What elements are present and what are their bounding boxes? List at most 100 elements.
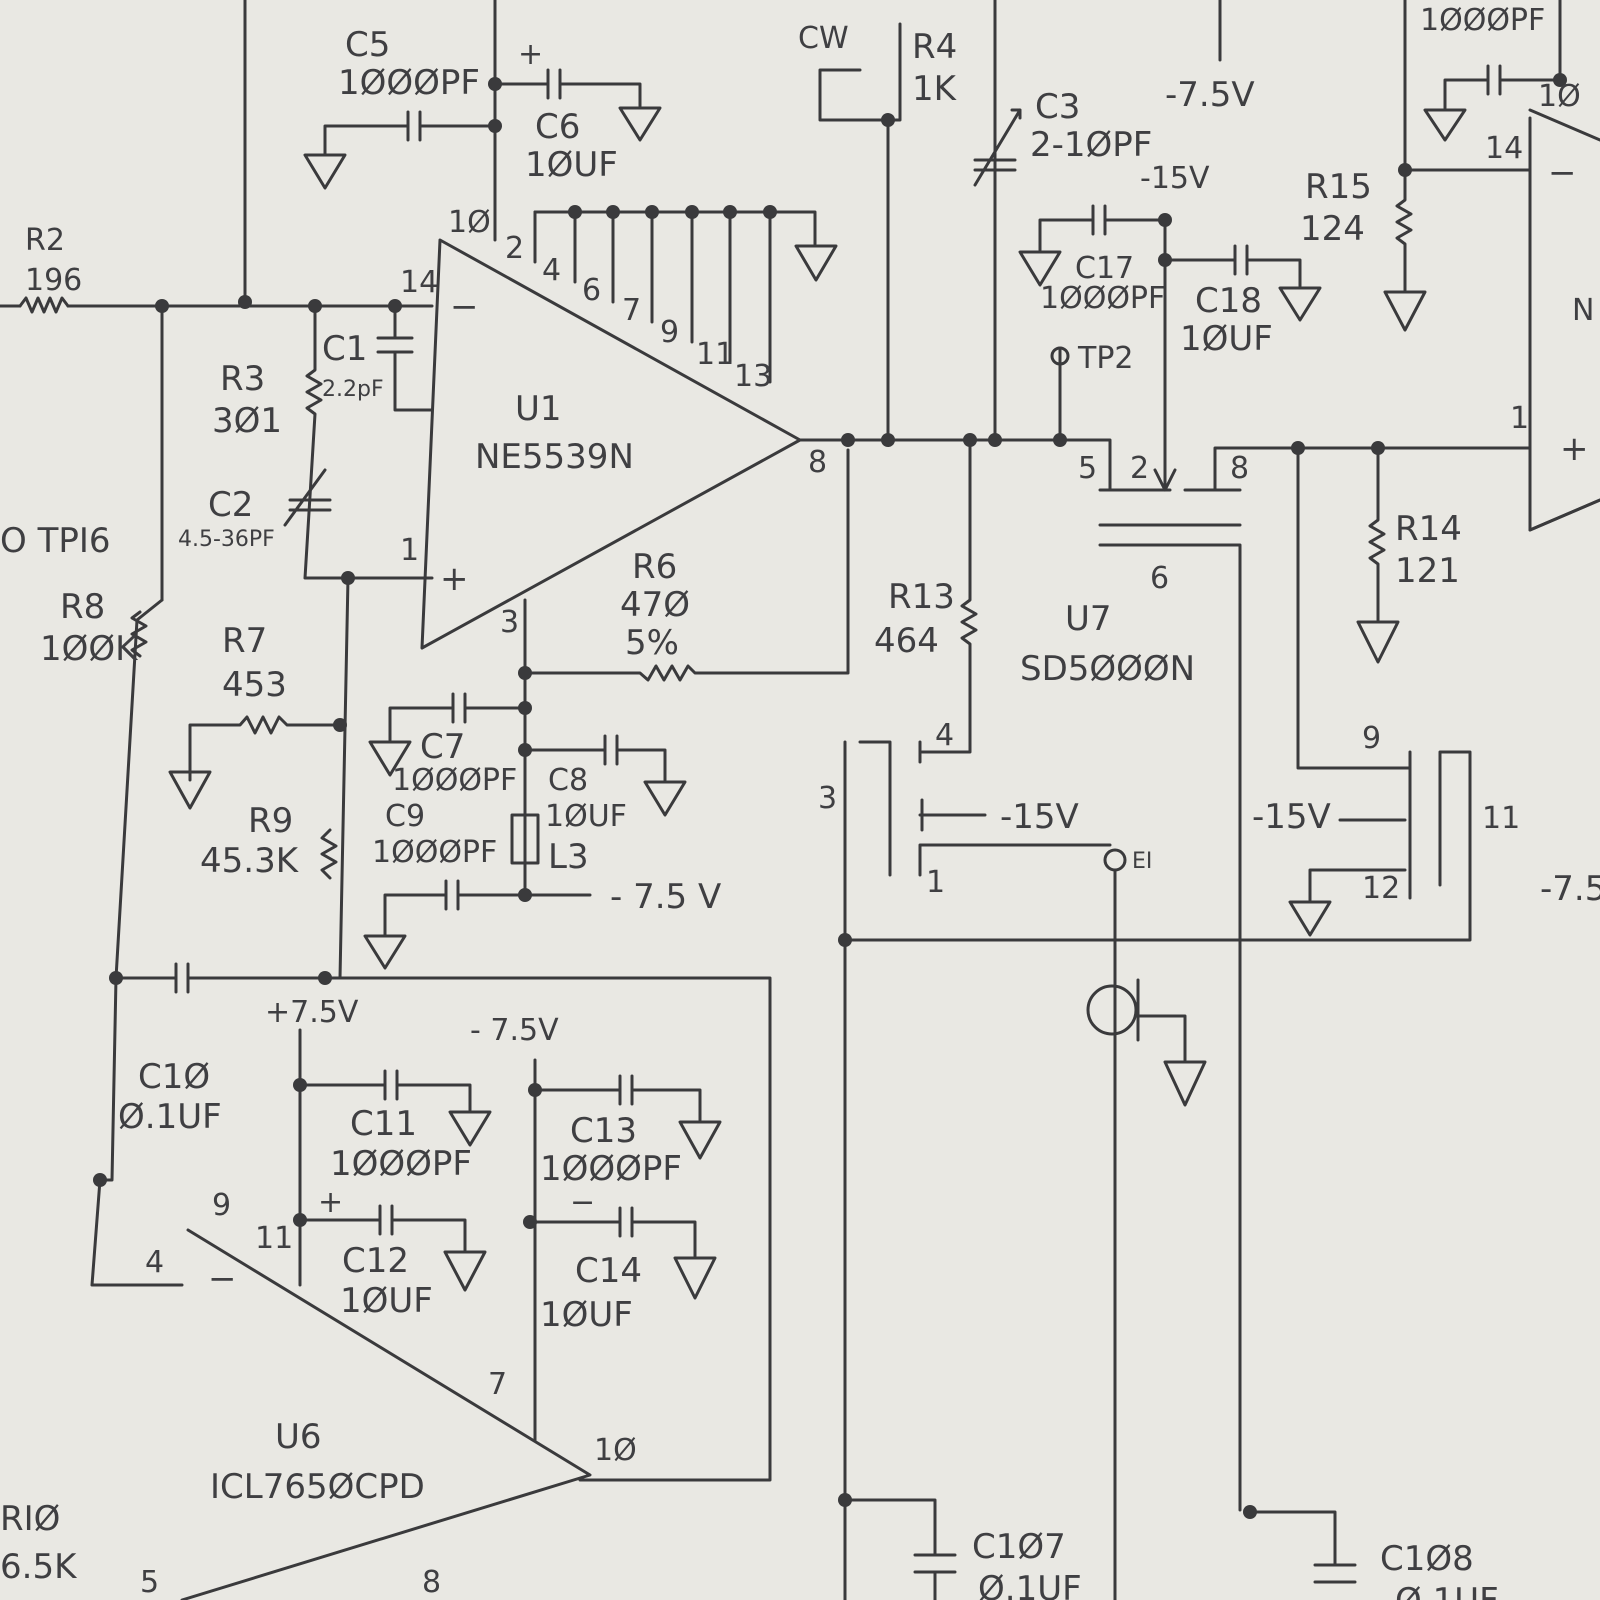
tp2-testpoint xyxy=(1050,346,1070,366)
u7-pin6: 6 xyxy=(1150,561,1169,596)
c2-label: C2 xyxy=(208,485,253,525)
right-opamp-pin10: 1Ø xyxy=(1538,79,1581,114)
u1-pin7: 7 xyxy=(622,293,641,328)
c17-value: 1ØØØPF xyxy=(1040,281,1165,316)
u1-pin13: 13 xyxy=(734,359,772,394)
u1-pin3: 3 xyxy=(500,605,519,640)
c12-label: C12 xyxy=(342,1241,409,1281)
r14-label: R14 xyxy=(1395,509,1462,549)
u6-opamp-symbol xyxy=(180,1228,592,1600)
c14-minus-mark: − xyxy=(570,1185,595,1220)
r8-label: R8 xyxy=(60,587,105,627)
right-opamp-plus: + xyxy=(1560,429,1589,469)
c14-value: 1ØUF xyxy=(540,1295,633,1335)
right-opamp-pin14: 14 xyxy=(1485,131,1523,166)
c7-label: C7 xyxy=(420,727,465,767)
r3-label: R3 xyxy=(220,359,265,399)
c14-label: C14 xyxy=(575,1251,642,1291)
u6-pin4: 4 xyxy=(145,1245,164,1280)
r2-label: R2 xyxy=(25,223,65,258)
r10-value: 6.5K xyxy=(0,1547,78,1587)
cw-label: CW xyxy=(798,21,849,56)
u1-pin6: 6 xyxy=(582,273,601,308)
c108-value: Ø.1UF xyxy=(1395,1581,1499,1600)
u6-pin11: 11 xyxy=(255,1221,293,1256)
u6-pin8: 8 xyxy=(422,1565,441,1600)
c1-value: 2.2pF xyxy=(322,377,384,402)
c10-label: C1Ø xyxy=(138,1057,210,1097)
r13-value: 464 xyxy=(874,621,939,661)
c5-label: C5 xyxy=(345,25,390,65)
u6-part: ICL765ØCPD xyxy=(210,1467,425,1507)
tp2-label: TP2 xyxy=(1077,341,1134,376)
u7-pin8: 8 xyxy=(1230,451,1249,486)
r4-value: 1K xyxy=(912,69,958,109)
c9-label: C9 xyxy=(385,799,425,834)
c17-label: C17 xyxy=(1075,251,1134,286)
c6-label: C6 xyxy=(535,107,580,147)
c12-plus-mark: + xyxy=(318,1185,343,1220)
c6-value: 1ØUF xyxy=(525,145,618,185)
c11-value: 1ØØØPF xyxy=(330,1144,472,1184)
c1-label: C1 xyxy=(322,329,367,369)
c18-label: C18 xyxy=(1195,281,1262,321)
c3-label: C3 xyxy=(1035,87,1080,127)
top-right-cap-value: 1ØØØPF xyxy=(1420,3,1545,38)
neg7v5-u6-label: - 7.5V xyxy=(470,1013,559,1048)
u6-pin7: 7 xyxy=(488,1367,507,1402)
pos7v5-label: +7.5V xyxy=(265,995,359,1030)
c7-value: 1ØØØPF xyxy=(392,763,517,798)
r7-label: R7 xyxy=(222,621,267,661)
c18-value: 1ØUF xyxy=(1180,319,1273,359)
u1-pin14: 14 xyxy=(400,265,438,300)
c13-label: C13 xyxy=(570,1111,637,1151)
right-opamp-minus: − xyxy=(1548,153,1577,193)
neg15v-top-label: -15V xyxy=(1140,161,1210,196)
r6-label: R6 xyxy=(632,547,677,587)
r13-label: R13 xyxy=(888,577,955,617)
u1-pin11: 11 xyxy=(696,337,734,372)
c2-value: 4.5-36PF xyxy=(178,527,275,552)
u1-pin4: 4 xyxy=(542,253,561,288)
u6-pin10: 1Ø xyxy=(594,1433,637,1468)
r9-label: R9 xyxy=(248,801,293,841)
c3-value: 2-1ØPF xyxy=(1030,125,1152,165)
u7-pin9: 9 xyxy=(1362,721,1381,756)
r4-label: R4 xyxy=(912,27,957,67)
u7-pin1: 1 xyxy=(926,865,945,900)
u1-part: NE5539N xyxy=(475,437,634,477)
c8-label: C8 xyxy=(548,763,588,798)
u6-pin9: 9 xyxy=(212,1188,231,1223)
u7-pin3: 3 xyxy=(818,781,837,816)
u1-pin2: 2 xyxy=(505,231,524,266)
c107-label: C1Ø7 xyxy=(972,1527,1066,1567)
r10-label: RIØ xyxy=(0,1499,60,1539)
l3-label: L3 xyxy=(548,837,589,877)
u1-ref: U1 xyxy=(515,389,562,429)
r15-value: 124 xyxy=(1300,209,1365,249)
u7-part: SD5ØØØN xyxy=(1020,649,1195,689)
u1-pin10: 1Ø xyxy=(448,205,491,240)
u7-pin5: 5 xyxy=(1078,451,1097,486)
u1-pin1: 1 xyxy=(400,533,419,568)
neg7v5-l3-label: - 7.5 V xyxy=(610,877,721,917)
u6-pin5: 5 xyxy=(140,1565,159,1600)
ground-symbols xyxy=(168,106,1467,1300)
c11-label: C11 xyxy=(350,1104,417,1144)
r6-tolerance: 5% xyxy=(625,623,679,663)
u7-pin11: 11 xyxy=(1482,801,1520,836)
c5-value: 1ØØØPF xyxy=(338,63,480,103)
u7-ref: U7 xyxy=(1065,599,1112,639)
u1-plus: + xyxy=(440,559,469,599)
c8-value: 1ØUF xyxy=(545,799,627,834)
neg7v5-top-label: -7.5V xyxy=(1165,75,1255,115)
r3-value: 3Ø1 xyxy=(212,401,282,441)
c13-value: 1ØØØPF xyxy=(540,1149,682,1189)
u7-pin2: 2 xyxy=(1130,451,1149,486)
c108-label: C1Ø8 xyxy=(1380,1539,1474,1579)
right-opamp-pin1: 1 xyxy=(1510,401,1529,436)
u1-minus: − xyxy=(450,287,479,327)
u1-pin9: 9 xyxy=(660,315,679,350)
u6-ref: U6 xyxy=(275,1417,322,1457)
